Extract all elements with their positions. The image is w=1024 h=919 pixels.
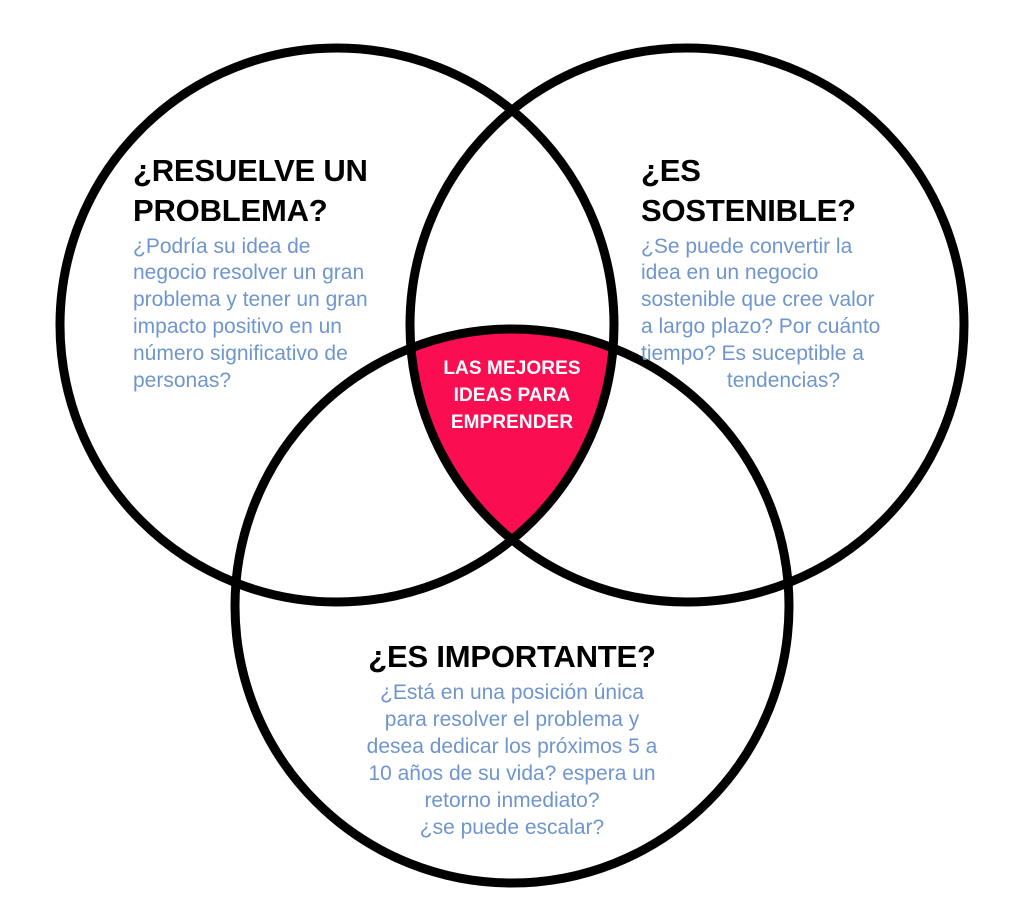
- lobe-sostenible-heading: ¿ES SOSTENIBLE?: [641, 153, 856, 229]
- intersection-label-text: LAS MEJORES IDEAS PARA EMPRENDER: [443, 358, 581, 433]
- circle-importante-outline: [230, 324, 794, 888]
- circle-problema-outline: [55, 43, 619, 607]
- lobe-sostenible: ¿ES SOSTENIBLE? ¿Se puede convertir la i…: [641, 151, 926, 395]
- lobe-importante-heading: ¿ES IMPORTANTE?: [368, 639, 656, 674]
- lobe-problema-heading: ¿RESUELVE UN PROBLEMA?: [133, 153, 368, 229]
- lobe-sostenible-body-main: ¿Se puede convertir la idea en un negoci…: [641, 234, 881, 366]
- lobe-sostenible-body: ¿Se puede convertir la idea en un negoci…: [641, 234, 926, 395]
- circle-sostenible-outline: [405, 43, 969, 607]
- lobe-importante: ¿ES IMPORTANTE? ¿Está en una posición ún…: [262, 637, 762, 842]
- lobe-sostenible-body-lastline: tendencias?: [726, 368, 841, 392]
- circle-importante-fill: [235, 329, 789, 883]
- lobe-problema-body: ¿Podría su idea de negocio resolver un g…: [133, 234, 368, 392]
- lobe-importante-body: ¿Está en una posición única para resolve…: [366, 681, 658, 839]
- intersection-label: LAS MEJORES IDEAS PARA EMPRENDER: [422, 356, 602, 437]
- lobe-problema: ¿RESUELVE UN PROBLEMA? ¿Podría su idea d…: [133, 151, 423, 395]
